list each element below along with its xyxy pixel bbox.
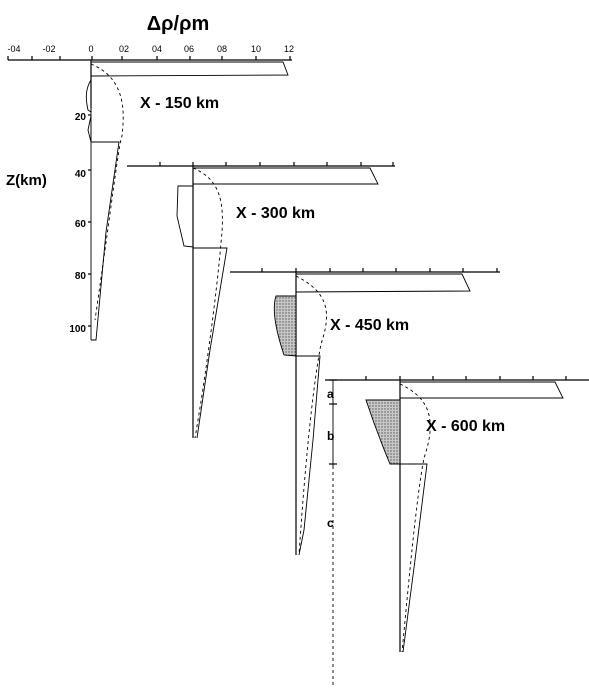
panel-x600-shaded-lens	[365, 399, 401, 465]
top-x-axis: -04 -02 0 02 04 06 08 10 12	[7, 44, 294, 61]
panel-x150-label: X - 150 km	[140, 95, 219, 112]
depth-tick-label: 60	[75, 219, 87, 230]
depth-tick-label: 80	[75, 271, 87, 282]
x-tick-label: 0	[88, 44, 93, 54]
panel-x450-shaded-lens	[273, 295, 297, 357]
panel-x300-label: X - 300 km	[236, 205, 315, 222]
panel-x150-profile	[91, 141, 120, 341]
depth-tick-labels: 20 40 60 80 100	[69, 112, 86, 335]
segment-label-c: c	[327, 516, 334, 530]
panel-x300-surface-spike	[193, 167, 379, 185]
panel-x450-label: X - 450 km	[330, 317, 409, 334]
x-tick-label: 08	[217, 44, 227, 54]
panel-x300-dashed-profile	[192, 167, 223, 439]
panel-x600-profile	[400, 463, 428, 653]
panel-x450-dashed-profile	[295, 275, 327, 556]
panel-x150-surface-spike	[90, 61, 289, 77]
panel-x450-surface-spike	[295, 273, 471, 293]
x-tick-label: 06	[184, 44, 194, 54]
x-tick-label: 10	[251, 44, 261, 54]
panel-x600-surface-spike	[400, 381, 564, 399]
panel-x600-dashed-profile	[399, 383, 431, 653]
panel-x150-dashed-profile	[90, 63, 124, 321]
panel-x300-profile	[193, 247, 228, 439]
x-tick-label: -04	[7, 44, 20, 54]
depth-tick-label: 40	[75, 169, 87, 180]
panel-x300-lens	[176, 185, 194, 248]
depth-tick-label: 100	[69, 324, 86, 335]
x-axis-title: Δρ/ρm	[147, 13, 209, 35]
x-tick-label: 04	[152, 44, 162, 54]
segment-label-b: b	[327, 429, 334, 443]
y-axis-title: Z(km)	[6, 172, 47, 189]
panel-x600-label: X - 600 km	[426, 418, 505, 435]
segment-label-a: a	[327, 387, 334, 401]
panel-x300: X - 300 km	[127, 162, 395, 439]
depth-tick-label: 20	[75, 112, 87, 123]
panel-x600: X - 600 km a b c	[325, 376, 589, 688]
panel-x150: X - 150 km	[85, 60, 289, 341]
x-tick-label: 02	[119, 44, 129, 54]
panel-x450: X - 450 km	[230, 268, 500, 556]
x-tick-label: -02	[42, 44, 55, 54]
panel-x450-profile	[296, 355, 321, 556]
panel-x150-lens	[85, 78, 92, 113]
x-tick-label: 12	[284, 44, 294, 54]
